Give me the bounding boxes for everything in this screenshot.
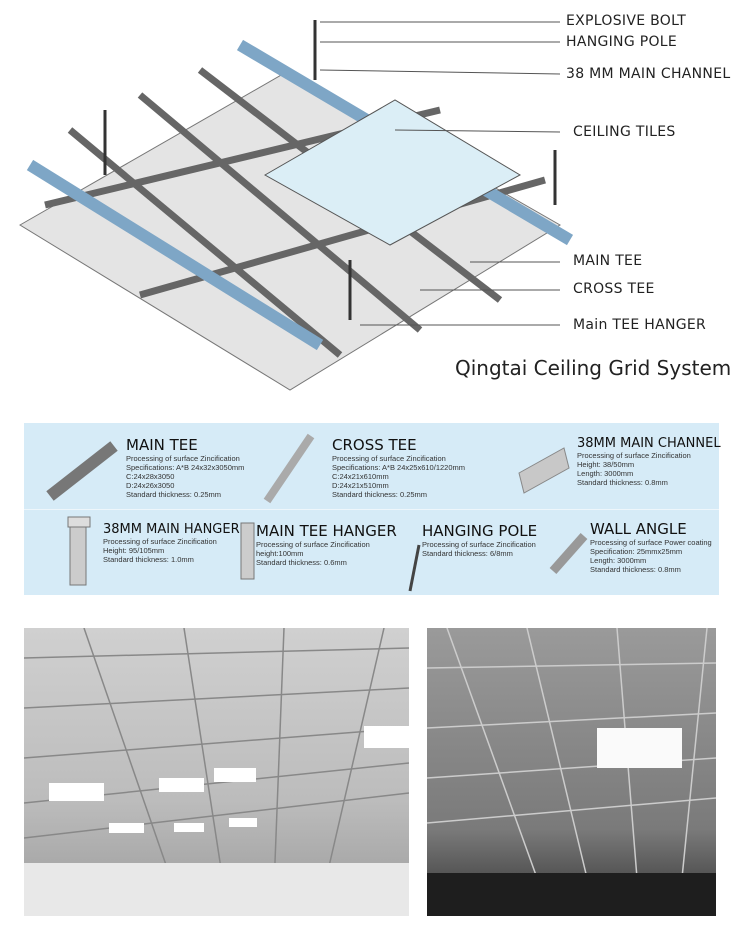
product-name: CROSS TEE <box>332 436 417 454</box>
main-channel-image <box>518 447 570 494</box>
product-name: HANGING POLE <box>422 522 538 540</box>
spec-line: height:100mm <box>256 549 304 558</box>
hanging-pole-image <box>408 544 421 592</box>
spec-line: D:24x26x3050 <box>126 481 175 490</box>
row-divider <box>24 509 719 510</box>
product-cross-tee: CROSS TEE Processing of surface Zincific… <box>332 436 465 499</box>
product-name: MAIN TEE <box>126 436 198 454</box>
spec-line: Processing of surface Zincification <box>577 451 691 460</box>
spec-line: Processing of surface Zincification <box>126 454 240 463</box>
spec-line: Standard thickness: 1.0mm <box>103 555 194 564</box>
product-spec-panel: MAIN TEE Processing of surface Zincifica… <box>24 423 721 595</box>
product-name: WALL ANGLE <box>590 520 687 538</box>
product-name: 38MM MAIN HANGER <box>103 522 240 537</box>
spec-line: Specifications: A*B 24x25x610/1220mm <box>332 463 465 472</box>
grid-illustration <box>19 20 574 391</box>
product-main-hanger: 38MM MAIN HANGER Processing of surface Z… <box>103 522 240 564</box>
label-main-tee-hanger: Main TEE HANGER <box>573 317 707 333</box>
label-ceiling-tiles: CEILING TILES <box>573 124 676 140</box>
label-main-tee: MAIN TEE <box>573 253 643 269</box>
label-cross-tee: CROSS TEE <box>573 281 655 297</box>
cross-tee-image <box>263 433 315 504</box>
product-main-tee-hanger: MAIN TEE HANGER Processing of surface Zi… <box>256 522 397 567</box>
diagram-caption: Qingtai Ceiling Grid System <box>455 356 732 380</box>
spec-line: Specification: 25mmx25mm <box>590 547 683 556</box>
installed-ceiling-photo-lit <box>24 628 409 916</box>
spec-line: Processing of surface Zincification <box>332 454 446 463</box>
label-main-channel: 38 MM MAIN CHANNEL <box>566 66 731 82</box>
spec-line: D:24x21x510mm <box>332 481 389 490</box>
main-hanger-image <box>67 516 91 586</box>
label-explosive-bolt: EXPLOSIVE BOLT <box>566 13 687 29</box>
main-tee-hanger-image <box>240 522 255 580</box>
product-main-tee: MAIN TEE Processing of surface Zincifica… <box>126 436 244 499</box>
spec-line: Processing of surface Power coating <box>590 538 712 547</box>
ceiling-grid-lines <box>427 628 716 916</box>
spec-line: Standard thickness: 6/8mm <box>422 549 513 558</box>
label-hanging-pole: HANGING POLE <box>566 34 678 50</box>
main-tee-image <box>46 441 118 501</box>
product-name: 38MM MAIN CHANNEL <box>577 436 721 451</box>
ceiling-grid-diagram: EXPLOSIVE BOLT HANGING POLE 38 MM MAIN C… <box>0 0 750 400</box>
spec-line: C:24x21x610mm <box>332 472 389 481</box>
spec-line: Standard thickness: 0.8mm <box>577 478 668 487</box>
spec-line: Specifications: A*B 24x32x3050mm <box>126 463 245 472</box>
spec-line: Standard thickness: 0.8mm <box>590 565 681 574</box>
product-hanging-pole: HANGING POLE Processing of surface Zinci… <box>422 522 537 558</box>
spec-line: Height: 95/105mm <box>103 546 165 555</box>
ceiling-grid-lines <box>24 628 409 916</box>
wall-angle-image <box>549 533 588 574</box>
spec-line: Standard thickness: 0.25mm <box>332 490 428 499</box>
spec-line: Standard thickness: 0.25mm <box>126 490 222 499</box>
spec-line: C:24x28x3050 <box>126 472 175 481</box>
product-name: MAIN TEE HANGER <box>256 522 397 540</box>
spec-line: Processing of surface Zincification <box>422 540 536 549</box>
spec-line: Processing of surface Zincification <box>256 540 370 549</box>
installed-ceiling-photo-perforated <box>427 628 716 916</box>
spec-line: Length: 3000mm <box>577 469 634 478</box>
spec-line: Length: 3000mm <box>590 556 647 565</box>
product-main-channel: 38MM MAIN CHANNEL Processing of surface … <box>577 436 721 487</box>
spec-line: Height: 38/50mm <box>577 460 635 469</box>
spec-line: Standard thickness: 0.6mm <box>256 558 347 567</box>
product-wall-angle: WALL ANGLE Processing of surface Power c… <box>590 520 712 574</box>
spec-line: Processing of surface Zincification <box>103 537 217 546</box>
